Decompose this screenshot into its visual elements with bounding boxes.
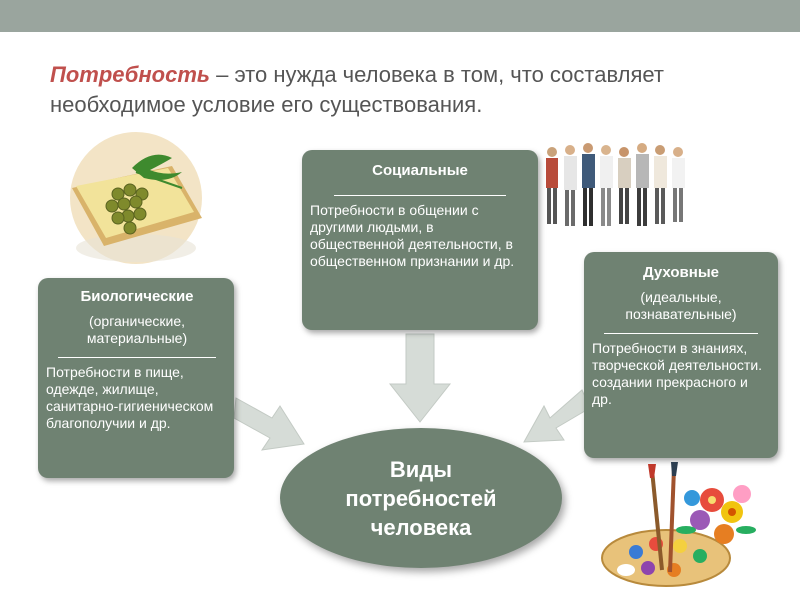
social-needs-box: Социальные Потребности в общении с други… (302, 150, 538, 330)
social-divider (334, 195, 506, 196)
biological-description: Потребности в пище, одежде, жилище, сани… (46, 364, 228, 432)
people-group-photo (540, 138, 700, 234)
heading-term: Потребность (50, 62, 210, 87)
palette-flowers-photo (596, 460, 756, 592)
biological-subtitle: (органические, материальные) (46, 313, 228, 347)
arrow-from-social (388, 332, 452, 424)
sandwich-photo (32, 128, 212, 268)
biological-needs-box: Биологические (органические, материальны… (38, 278, 234, 478)
spiritual-needs-box: Духовные (идеальные, познавательные) Пот… (584, 252, 778, 458)
social-title: Социальные (310, 162, 530, 179)
needs-types-center: Виды потребностей человека (280, 428, 562, 568)
top-bar (0, 0, 800, 32)
definition-heading: Потребность – это нужда человека в том, … (50, 60, 770, 120)
spiritual-title: Духовные (592, 264, 770, 281)
spiritual-divider (604, 333, 758, 334)
arrow-from-spiritual (520, 384, 592, 460)
arrow-from-biological (232, 388, 312, 468)
spiritual-subtitle: (идеальные, познавательные) (592, 289, 770, 323)
biological-title: Биологические (46, 288, 228, 305)
center-label: Виды потребностей человека (336, 455, 506, 542)
spiritual-description: Потребности в знаниях, творческой деятел… (592, 340, 770, 408)
biological-divider (58, 357, 216, 358)
social-description: Потребности в общении с другими людьми, … (310, 202, 530, 270)
